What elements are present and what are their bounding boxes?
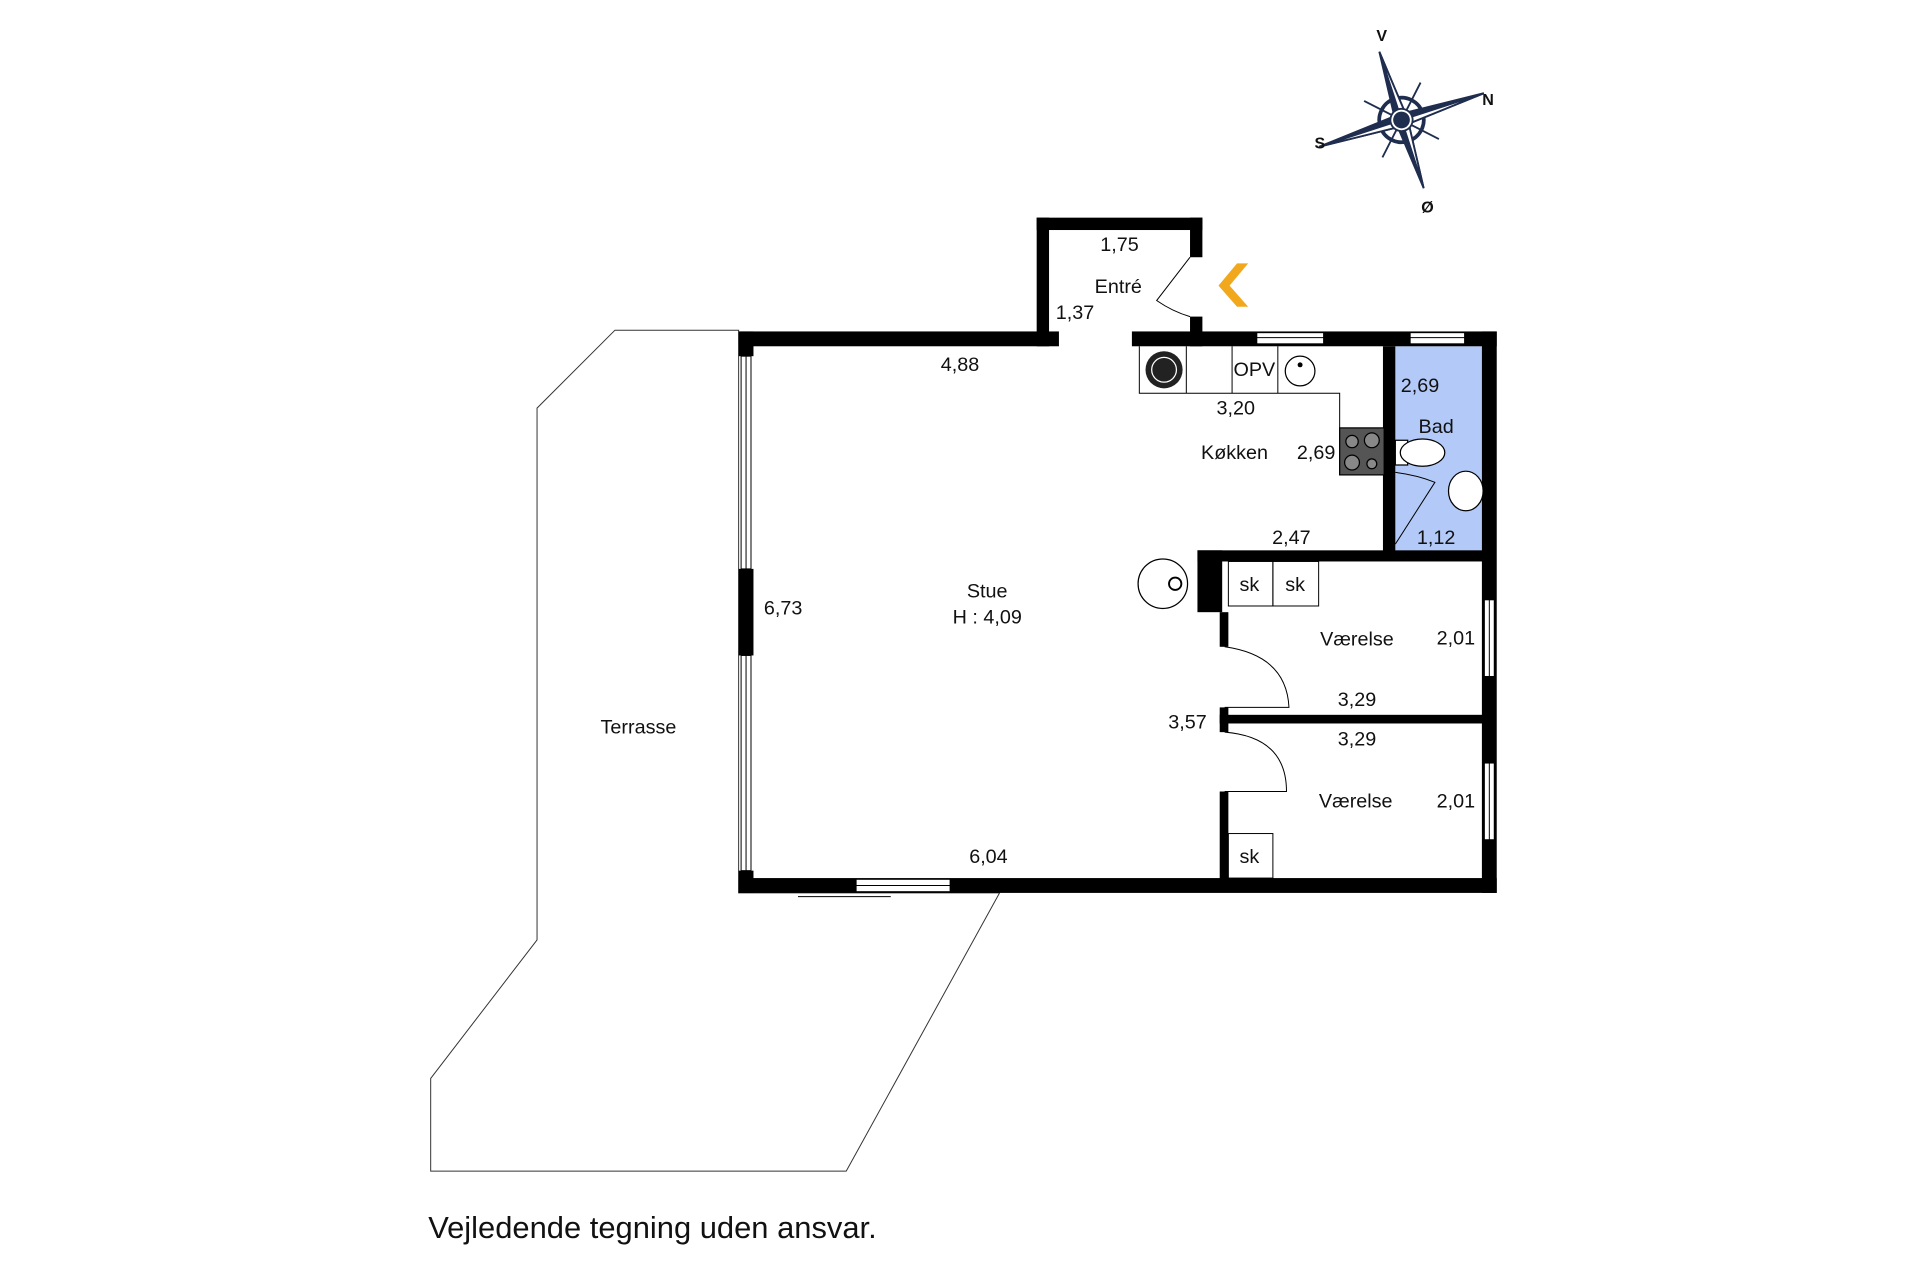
living-inner: 3,57 xyxy=(1168,711,1206,733)
closet-label: sk xyxy=(1240,574,1260,596)
ventilation-icon xyxy=(1145,351,1183,389)
bedroom1-name: Værelse xyxy=(1320,629,1394,651)
compass-north: N xyxy=(1482,91,1494,109)
entry-depth: 1,37 xyxy=(1056,302,1094,324)
compass-east: Ø xyxy=(1421,199,1434,217)
closet-label: sk xyxy=(1240,846,1260,868)
living-name: Stue xyxy=(967,580,1008,602)
living-top: 4,88 xyxy=(941,354,979,376)
kitchen-opv: OPV xyxy=(1233,359,1276,381)
bedroom2-depth: 2,01 xyxy=(1437,791,1475,813)
toilet-icon xyxy=(1394,438,1446,467)
terrace-name: Terrasse xyxy=(601,716,677,738)
bedroom1-width: 3,29 xyxy=(1338,689,1376,711)
kitchen-width: 3,20 xyxy=(1217,397,1255,419)
compass-west: V xyxy=(1376,27,1387,45)
closets xyxy=(1227,560,1320,879)
doors xyxy=(1155,256,1436,792)
walls xyxy=(738,217,1497,893)
entry-arrow-icon xyxy=(1218,263,1249,307)
compass-south: S xyxy=(1315,134,1326,152)
entry-name: Entré xyxy=(1095,276,1142,298)
living-height: H : 4,09 xyxy=(953,606,1022,628)
living-side: 6,73 xyxy=(764,598,802,620)
living-bottom: 6,04 xyxy=(969,846,1007,868)
windows xyxy=(740,332,1495,898)
bedroom1-depth: 2,01 xyxy=(1437,627,1475,649)
stove-fireplace-icon xyxy=(1137,558,1189,610)
terrace-outline xyxy=(430,329,1001,1172)
stove-icon xyxy=(1339,427,1385,476)
bathroom-width: 2,69 xyxy=(1401,375,1439,397)
entry-width: 1,75 xyxy=(1100,234,1138,256)
bedroom2-name: Værelse xyxy=(1319,791,1393,813)
bathroom-name: Bad xyxy=(1419,416,1454,438)
disclaimer-caption: Vejledende tegning uden ansvar. xyxy=(428,1210,877,1245)
compass-rose-icon xyxy=(1318,51,1485,189)
bedroom2-width: 3,29 xyxy=(1338,729,1376,751)
kitchen-name: Køkken xyxy=(1201,442,1268,464)
kitchen-bottom: 2,47 xyxy=(1272,527,1310,549)
closet-label: sk xyxy=(1285,574,1305,596)
kitchen-depth: 2,69 xyxy=(1297,442,1335,464)
bathroom-depth: 1,12 xyxy=(1417,527,1455,549)
washbasin-icon xyxy=(1447,470,1484,512)
sink-icon xyxy=(1284,355,1316,387)
